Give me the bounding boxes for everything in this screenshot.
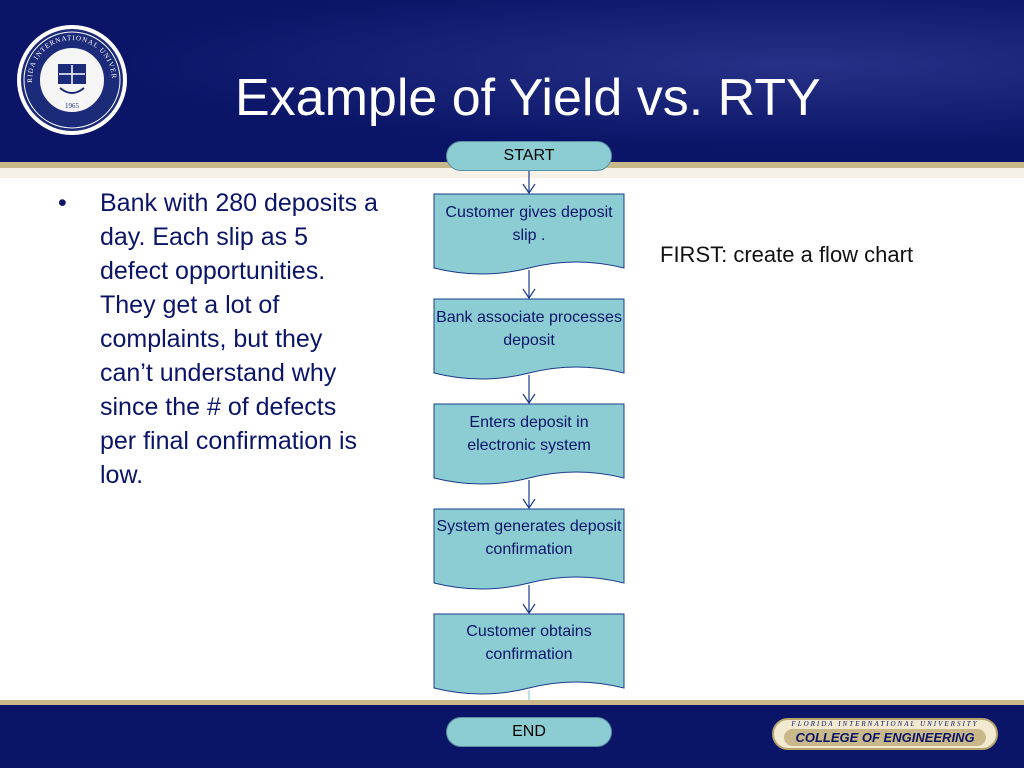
bullet-list: • Bank with 280 deposits a day. Each sli… [58, 186, 378, 492]
start-terminal: START [446, 141, 612, 171]
step-3-label: Enters deposit in electronic system [467, 414, 591, 454]
arrow-step1-to-step2 [522, 270, 536, 300]
step-4-label: System generates deposit confirmation [436, 518, 622, 558]
bullet-item: • Bank with 280 deposits a day. Each sli… [58, 186, 378, 492]
svg-text:MIAMI: MIAMI [60, 101, 85, 109]
header-band [0, 0, 1024, 162]
arrow-step3-to-step4 [522, 480, 536, 510]
arrow-step4-to-step5 [522, 585, 536, 615]
seal-ring-bottom: MIAMI [60, 101, 84, 109]
arrow-step2-to-step3 [522, 375, 536, 405]
header-stripe-cream [0, 168, 1024, 178]
seal-year: 1965 [65, 102, 80, 110]
header-glow [0, 0, 1024, 162]
slide-title: Example of Yield vs. RTY [235, 69, 821, 127]
university-seal-logo: FLORIDA INTERNATIONAL UNIVERSITY MIAMI 1… [16, 24, 127, 135]
badge-college-text: COLLEGE OF ENGINEERING [784, 729, 986, 746]
bullet-marker: • [58, 189, 67, 217]
step-shape-obtains-confirmation [433, 613, 625, 695]
step-shape-electronic-system [433, 403, 625, 485]
badge-university-text: FLORIDA INTERNATIONAL UNIVERSITY [791, 720, 979, 728]
step-5-label: Customer obtains confirmation [466, 623, 592, 663]
flowchart-note: FIRST: create a flow chart [660, 242, 914, 267]
step-shape-generates-confirmation [433, 508, 625, 590]
step-2-label: Bank associate processes deposit [436, 309, 622, 349]
college-of-engineering-badge: FLORIDA INTERNATIONAL UNIVERSITY COLLEGE… [772, 718, 998, 750]
step-shape-bank-associate [433, 298, 625, 380]
step-shape-customer-gives-slip [433, 193, 625, 275]
arrow-start-to-step1 [522, 171, 536, 195]
end-terminal: END [446, 717, 612, 747]
footer-stripe-gold [0, 700, 1024, 705]
bullet-text: Bank with 280 deposits a day. Each slip … [100, 189, 378, 489]
step-1-label: Customer gives deposit slip . [445, 204, 613, 244]
